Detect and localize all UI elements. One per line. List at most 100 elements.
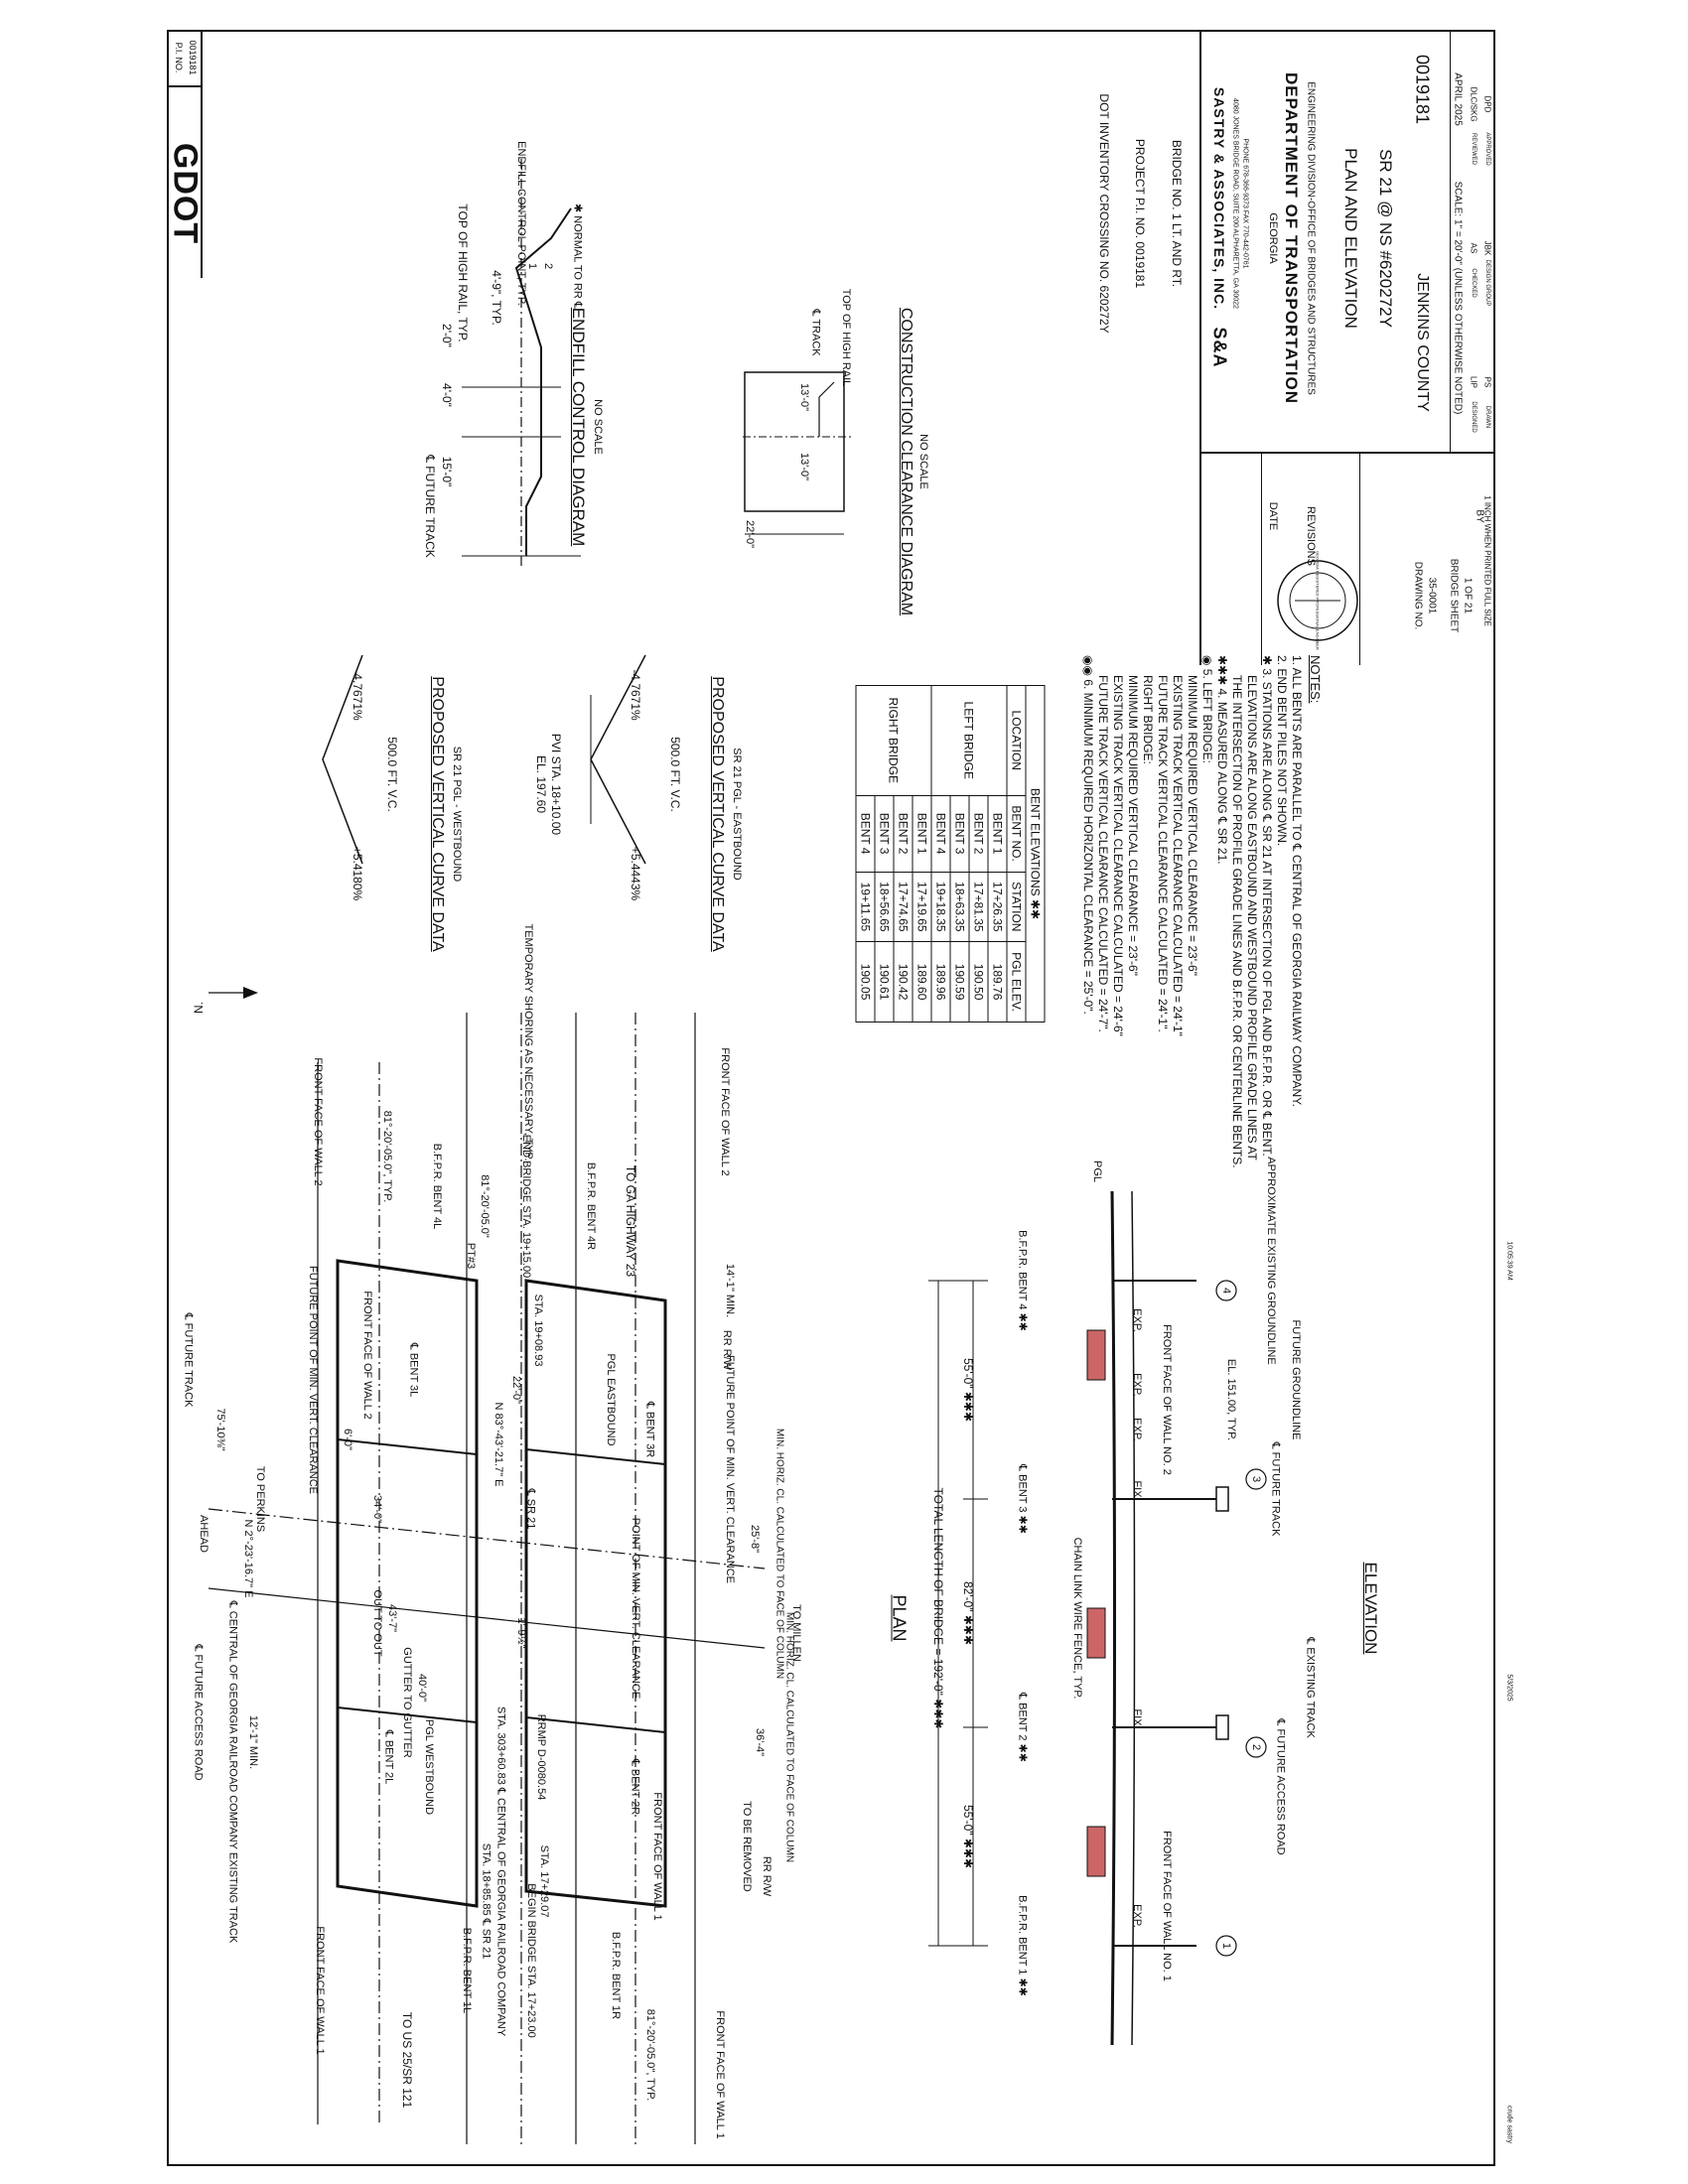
elevation-title: ELEVATION [1361, 1562, 1380, 1655]
elev-bent-4: B.F.P.R. BENT 4 ✱✱ [1016, 1230, 1029, 1331]
plan-label: STA. 303+60.83 ℄ CENTRAL OF GEORGIA RAIL… [494, 1706, 507, 2037]
endfill-title: ENDFILL CONTROL DIAGRAM [569, 307, 588, 547]
col-station: STATION [1007, 872, 1026, 942]
elev-label: FRONT FACE OF WALL NO. 1 [1161, 1831, 1173, 1981]
note-item: FUTURE TRACK VERTICAL CLEARANCE CALCULAT… [1156, 675, 1170, 1032]
elev-label: EXP. [1131, 1904, 1143, 1928]
checked: AS [1469, 242, 1478, 254]
plan-label: FUTURE POINT OF MIN. VERT. CLEARANCE [307, 1265, 319, 1495]
division-name: ENGINEERING DIVISION-OFFICE OF BRIDGES A… [1305, 81, 1317, 395]
table-cell: 18+56.65 [875, 872, 894, 942]
endfill-control-point: ENDFILL CONTROL POINT, TYP. [515, 141, 527, 306]
footer-user: crude sastry [1505, 2105, 1513, 2144]
pi-number: 0019181 [1412, 54, 1433, 125]
title-block-frame [1199, 30, 1495, 665]
notes-title: NOTES: [1308, 655, 1323, 704]
endfill-top-high-rail: TOP OF HIGH RAIL, TYP. [456, 204, 470, 342]
plan-label: TO US 25/SR 121 [400, 2011, 414, 2109]
plan-label: BEGIN BRIDGE STA. 17+23.00 [525, 1883, 537, 2038]
drawing-no-label: DRAWING NO. [1412, 561, 1424, 630]
elev-total-length: TOTAL LENGTH OF BRIDGE = 192'-0" ✱✱✱ [931, 1487, 945, 1729]
curve-wb-diagram [322, 654, 363, 865]
plan-label: ℄ FUTURE TRACK [182, 1312, 195, 1408]
bridge-sheet: 1 OF 21 [1462, 577, 1474, 614]
col-pgl-elev: PGL ELEV. [1007, 941, 1026, 1023]
endfill-dim-49: 4'-9", TYP. [490, 270, 503, 326]
plan-label: FRONT FACE OF WALL 2 [312, 1057, 324, 1186]
plan-label: STA. 19+08.93 [532, 1294, 544, 1367]
plan-label: POINT OF MIN. VERT. CLEARANCE [630, 1517, 641, 1700]
design-group: JBK [1482, 240, 1492, 256]
plan-label: ℄ BENT 2L [382, 1729, 395, 1785]
plan-label: OUT TO OUT [371, 1589, 383, 1657]
designed: LIP [1469, 375, 1478, 389]
table-cell: BENT 3 [875, 795, 894, 873]
endfill-dim-15: 15'-0" [440, 456, 454, 487]
table-cell: BENT 2 [894, 795, 913, 873]
note-item: ◉◉ 6. MINIMUM REQUIRED HORIZONTAL CLEARA… [1081, 655, 1095, 1015]
plan-label: ℄ CENTRAL OF GEORGIA RAILROAD COMPANY EX… [226, 1600, 239, 1944]
firm-address: 4080 JONES BRIDGE ROAD, SUITE 200 ALPHAR… [1231, 98, 1239, 309]
bridge-no: BRIDGE NO. 1 LT. AND RT. [1170, 139, 1184, 288]
plan-label: B.F.P.R. BENT 4R [585, 1161, 597, 1251]
endfill-future-track: ℄ FUTURE TRACK [423, 455, 437, 558]
construction-clearance-diagram [743, 371, 854, 535]
plan-label: 22'-0" [510, 1375, 522, 1405]
pi-box [167, 30, 203, 87]
firm-logo: S&A [1209, 327, 1230, 368]
plan-label: PGL EASTBOUND [605, 1353, 617, 1446]
plan-label: PT#3 [465, 1242, 477, 1270]
table-cell: 17+81.35 [969, 872, 988, 942]
table-cell: 17+26.35 [988, 872, 1007, 942]
elev-callout-2: 2 [1250, 1743, 1262, 1751]
table-cell: BENT 3 [950, 795, 969, 873]
plan-label: ℄ FUTURE ACCESS ROAD [192, 1644, 205, 1781]
plan-label: FRONT FACE OF WALL 2 [719, 1047, 731, 1176]
table-cell: BENT 4 [856, 795, 875, 873]
note-item: EXISTING TRACK VERTICAL CLEARANCE CALCUL… [1111, 675, 1125, 1036]
curve-wb-vc: 500.0 FT. V.C. [385, 737, 399, 812]
plan-label: STA. 18+85.85 ℄ SR 21 [480, 1843, 492, 1960]
plan-label: ℄ BENT 3L [407, 1342, 420, 1398]
note-item: ✱ 3. STATIONS ARE ALONG ℄ SR 21 AT INTER… [1260, 655, 1274, 1157]
curve-eb-g2: -4.7671% [629, 669, 642, 721]
seal-text: GEORGIA REGISTERED PROFESSIONAL ENGINEER [1315, 551, 1321, 650]
table-cell: 190.42 [894, 941, 913, 1023]
county: JENKINS COUNTY [1414, 273, 1431, 412]
plan-label: N 2°-23'-16.7" E [242, 1519, 254, 1598]
endfill-slope-2: 2 [542, 262, 554, 270]
col-location: LOCATION [1007, 685, 1026, 795]
pi-label: P.I. NO. [174, 42, 184, 73]
designed-label: DESIGNED [1471, 401, 1477, 433]
plan-label: FRONT FACE OF WALL 1 [651, 1792, 663, 1921]
table-cell: BENT 2 [969, 795, 988, 873]
drawn: PS [1482, 376, 1492, 388]
scale-row [1450, 30, 1495, 452]
table-cell: 17+74.65 [894, 872, 913, 942]
plan-label: FRONT FACE OF WALL 2 [361, 1291, 373, 1420]
plan-label: 14'-1" MIN. [724, 1263, 736, 1318]
plan-label: FUTURE POINT OF MIN. VERT. CLEARANCE [724, 1354, 736, 1584]
note-item: ◉ 5. LEFT BRIDGE: [1200, 655, 1214, 763]
elev-label: ℄ FUTURE TRACK [1269, 1441, 1282, 1537]
pe-seal [1277, 560, 1358, 641]
curve-eb-g1: +5.4443% [629, 846, 642, 901]
plan-label: TO BE REMOVED [741, 1801, 753, 1892]
plan-label: FRONT FACE OF WALL 1 [314, 1926, 326, 2055]
table-cell: 189.60 [913, 941, 931, 1023]
elevation-view-linework [928, 1190, 1267, 2046]
plan-label: 40'-0" [416, 1673, 428, 1703]
elev-bent-2: ℄ BENT 2 ✱✱ [1016, 1693, 1029, 1762]
plan-label: ℄ BENT 2R [629, 1758, 641, 1816]
checked-label: CHECKED [1471, 268, 1477, 298]
plan-view-linework [208, 987, 766, 2144]
curve-eb-pvi: PVI STA. 18+10.00 [549, 733, 563, 836]
date-label: DATE [1267, 501, 1279, 531]
pi-value: 0019181 [188, 40, 198, 75]
elev-callout-4: 4 [1220, 1287, 1232, 1295]
plan-label: ℄ BENT 3R [643, 1401, 656, 1458]
curve-eb-el: EL. 197.60 [534, 754, 548, 814]
department-name: DEPARTMENT OF TRANSPORTATION [1282, 72, 1301, 404]
curve-wb-title: PROPOSED VERTICAL CURVE DATA [429, 676, 446, 952]
